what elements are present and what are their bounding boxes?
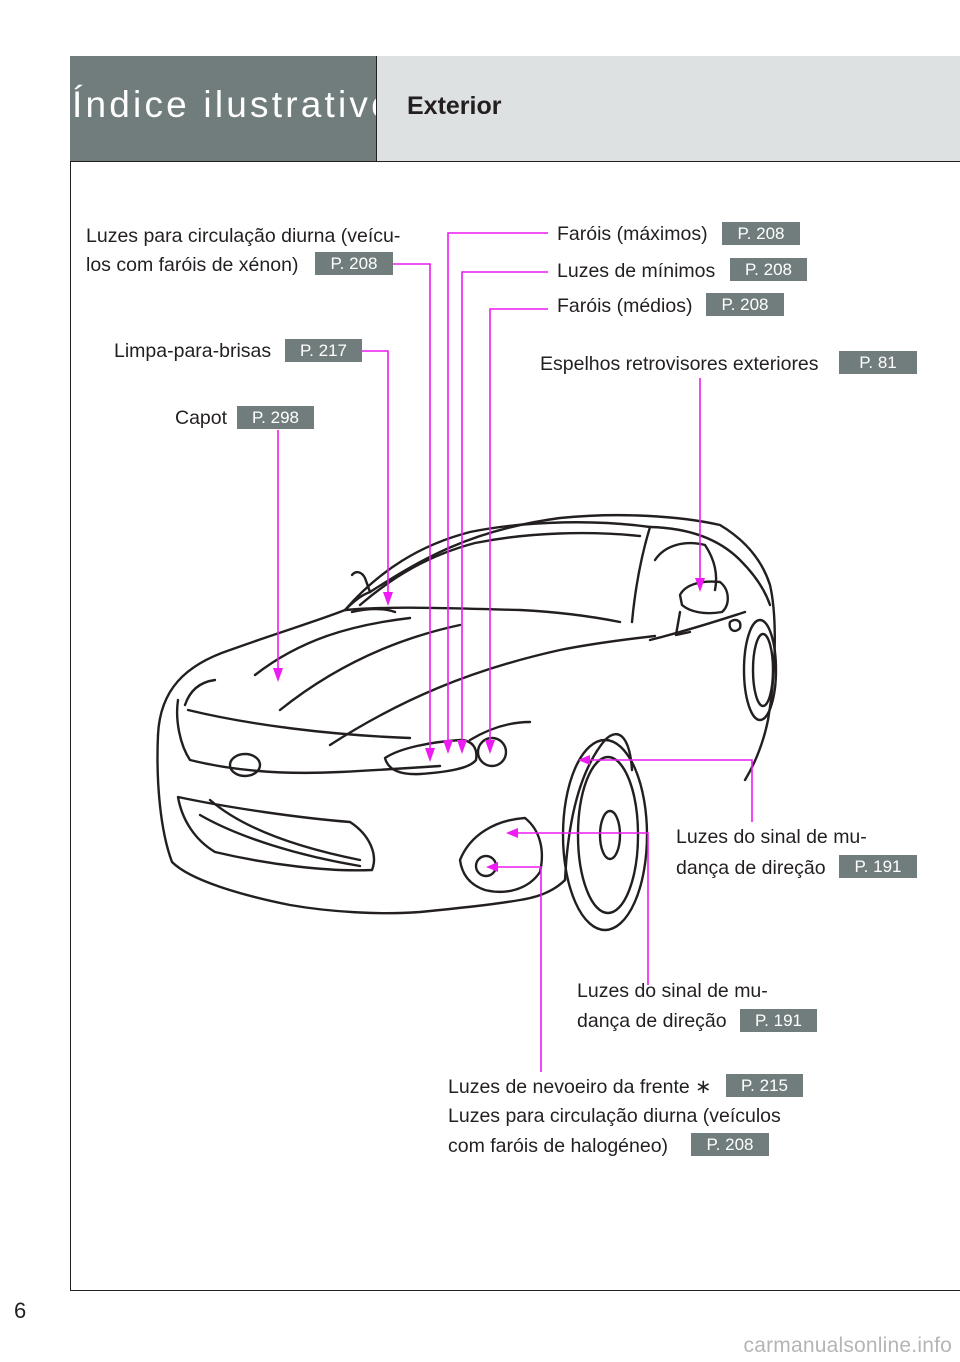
car-drawing bbox=[156, 513, 778, 932]
callout-turn-side-line2: dança de direção bbox=[676, 857, 826, 879]
callout-low-beam: Faróis (médios) bbox=[557, 295, 693, 317]
callout-mirrors: Espelhos retrovisores exteriores bbox=[540, 353, 819, 375]
page-ref-drl-halogen[interactable]: P. 208 bbox=[691, 1133, 769, 1156]
page-ref-mirrors[interactable]: P. 81 bbox=[839, 351, 917, 374]
header-divider bbox=[70, 161, 960, 162]
page-title: Exterior bbox=[407, 92, 502, 120]
callout-hood: Capot bbox=[175, 407, 228, 429]
callout-fog-line1: Luzes de nevoeiro da frente ∗ bbox=[448, 1076, 712, 1098]
callout-drl-xenon-line2: los com faróis de xénon) bbox=[86, 254, 299, 276]
page-ref-parking-lights[interactable]: P. 208 bbox=[730, 258, 807, 281]
page-number: 6 bbox=[14, 1298, 27, 1323]
page-frame-bottom bbox=[70, 1290, 960, 1291]
callout-turn-side-line1: Luzes do sinal de mu- bbox=[676, 826, 867, 848]
page-title-bar: Exterior bbox=[376, 56, 960, 162]
page-ref-low-beam[interactable]: P. 208 bbox=[706, 293, 784, 316]
callout-drl-xenon-line1: Luzes para circulação diurna (veícu- bbox=[86, 225, 401, 247]
page-ref-hood[interactable]: P. 298 bbox=[237, 406, 314, 429]
section-title: Índice ilustrativo bbox=[72, 84, 395, 125]
callout-wipers: Limpa-para-brisas bbox=[114, 340, 272, 362]
callout-fog-line2: Luzes para circulação diurna (veículos bbox=[448, 1105, 781, 1127]
leader-arrowheads bbox=[273, 578, 705, 872]
page-ref-fog[interactable]: P. 215 bbox=[726, 1074, 803, 1097]
page-ref-turn-side[interactable]: P. 191 bbox=[839, 855, 917, 878]
callout-fog-line3: com faróis de halogéneo) bbox=[448, 1135, 669, 1157]
page-ref-turn-front[interactable]: P. 191 bbox=[740, 1009, 817, 1032]
callout-parking-lights: Luzes de mínimos bbox=[557, 260, 716, 282]
callout-turn-front-line1: Luzes do sinal de mu- bbox=[577, 980, 768, 1002]
page-ref-wipers[interactable]: P. 217 bbox=[285, 339, 362, 362]
page-ref-high-beam[interactable]: P. 208 bbox=[722, 222, 800, 245]
watermark-footer: carmanualsonline.info bbox=[743, 1334, 952, 1357]
page-frame-left bbox=[70, 56, 71, 1291]
page-ref-drl-xenon[interactable]: P. 208 bbox=[315, 252, 393, 275]
callout-turn-front-line2: dança de direção bbox=[577, 1010, 727, 1032]
leader-lines bbox=[277, 232, 753, 1072]
section-tab: Índice ilustrativo bbox=[70, 56, 392, 162]
callout-high-beam: Faróis (máximos) bbox=[557, 223, 708, 245]
